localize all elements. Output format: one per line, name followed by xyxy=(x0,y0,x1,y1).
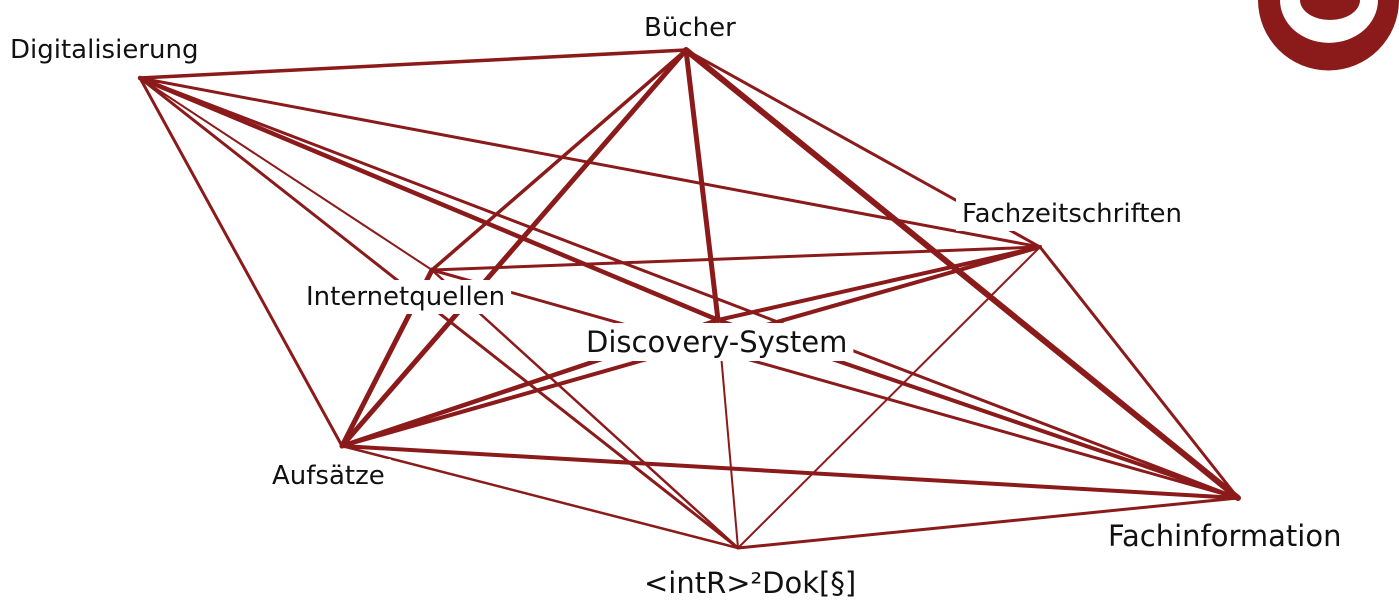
label-halo xyxy=(266,459,391,493)
label-halo xyxy=(638,564,863,602)
edge-fachzeitschriften-intr xyxy=(737,246,1041,549)
edge-aufsaetze-fachinformation xyxy=(340,444,1240,500)
edge-digitalisierung-discovery xyxy=(137,75,721,323)
edges-layer xyxy=(137,47,1241,550)
edge-buecher-discovery xyxy=(683,47,721,323)
labels-layer: Digitalisierung Bücher Fachzeitschriften… xyxy=(4,11,1348,602)
node-label-digitalisierung: Digitalisierung xyxy=(10,35,198,65)
label-halo xyxy=(580,323,854,361)
node-label-aufsaetze: Aufsätze xyxy=(272,461,385,491)
edge-digitalisierung-buecher xyxy=(138,48,688,80)
node-label-internetquellen: Internetquellen xyxy=(306,282,505,312)
edge-digitalisierung-aufsaetze xyxy=(138,76,344,448)
label-halo xyxy=(4,33,205,67)
edge-internetquellen-fachinformation xyxy=(430,268,1240,500)
edge-intr-fachinformation xyxy=(736,496,1240,550)
label-halo xyxy=(1102,517,1348,555)
node-label-intr2dok: <intR>²Dok[§] xyxy=(644,566,856,600)
logo-icon xyxy=(1258,0,1399,71)
edge-aufsaetze-intr xyxy=(340,444,740,550)
node-label-buecher: Bücher xyxy=(644,13,736,43)
edge-buecher-aufsaetze xyxy=(339,47,689,449)
node-label-fachinformation: Fachinformation xyxy=(1108,519,1342,553)
edge-digitalisierung-internetquellen xyxy=(139,77,433,271)
node-label-discovery-system: Discovery-System xyxy=(586,325,847,359)
edge-fachzeitschriften-internetquellen xyxy=(430,245,1042,272)
node-label-fachzeitschriften: Fachzeitschriften xyxy=(962,199,1182,229)
edge-buecher-internetquellen xyxy=(430,48,688,272)
edge-fachzeitschriften-fachinformation xyxy=(1038,245,1240,500)
label-halo xyxy=(638,11,743,45)
edge-internetquellen-intr xyxy=(430,268,740,550)
label-halo xyxy=(956,197,1188,231)
edge-fachzeitschriften-discovery xyxy=(716,245,1042,322)
edge-buecher-fachinformation xyxy=(683,47,1241,501)
label-halo xyxy=(300,280,512,314)
edge-digitalisierung-fachinformation xyxy=(138,76,1240,500)
